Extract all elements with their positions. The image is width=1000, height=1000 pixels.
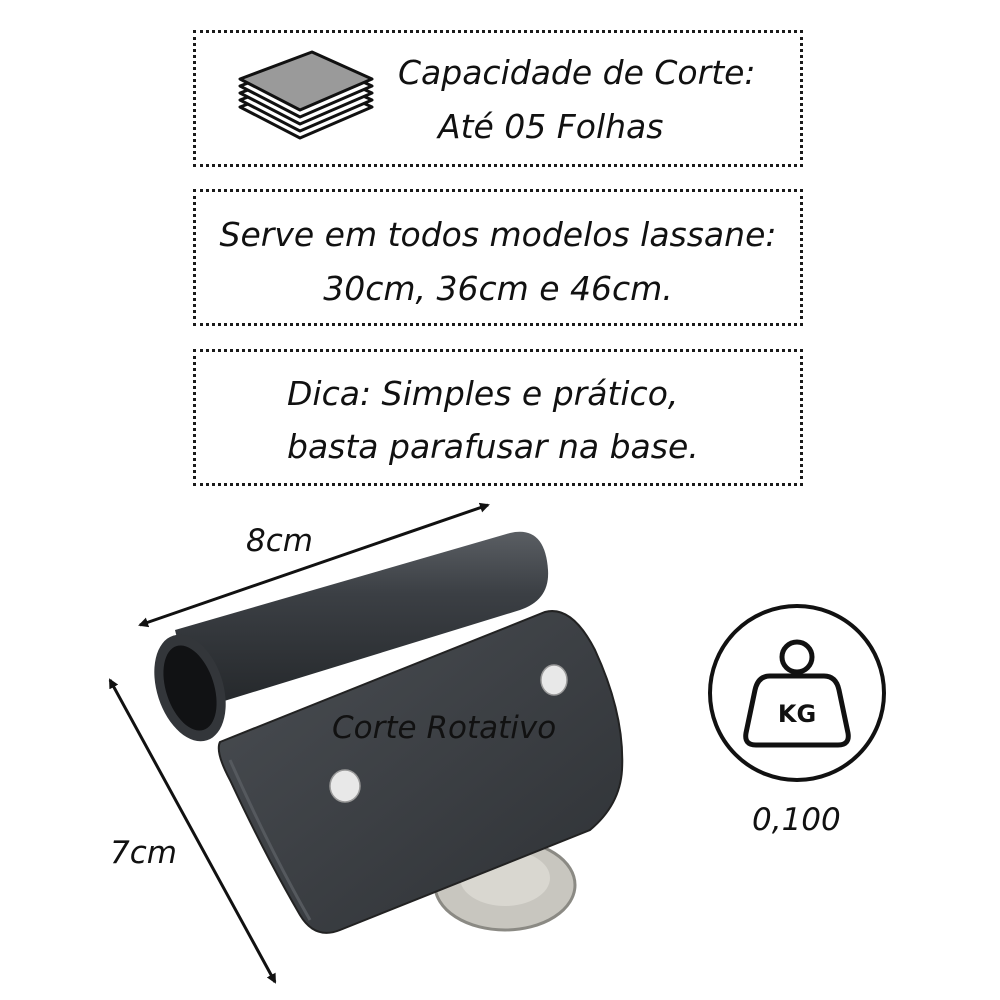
- width-dimension-label: 8cm: [246, 523, 313, 559]
- width-arrow: [138, 502, 490, 628]
- weight-kg-icon: [708, 604, 886, 782]
- compatibility-box: [193, 189, 803, 326]
- capacity-title: Capacidade de Corte:: [398, 53, 756, 92]
- capacity-value: Até 05 Folhas: [438, 107, 664, 146]
- height-arrow: [108, 678, 277, 984]
- tip-box: [193, 349, 803, 486]
- tip-text: basta parafusar na base.: [287, 427, 699, 466]
- product-label: Corte Rotativo: [332, 710, 557, 746]
- cutter-body: [217, 610, 624, 934]
- compatibility-title: Serve em todos modelos lassane:: [219, 215, 777, 254]
- weight-value: 0,100: [752, 802, 841, 838]
- capacity-box: [193, 30, 803, 167]
- height-dimension-label: 7cm: [110, 835, 177, 871]
- weight-unit: KG: [777, 700, 817, 728]
- compatibility-sizes: 30cm, 36cm e 46cm.: [323, 269, 673, 308]
- cutting-blade: [433, 838, 577, 932]
- tip-title: Dica: Simples e prático,: [287, 374, 679, 413]
